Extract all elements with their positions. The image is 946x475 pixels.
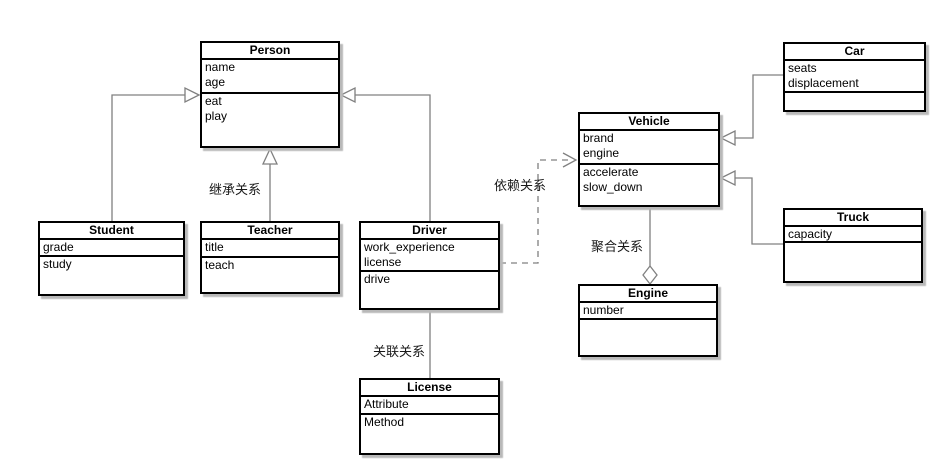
dependency-arrowhead-icon	[562, 152, 578, 168]
class-title: Driver	[361, 223, 498, 240]
class-attributes: grade	[40, 240, 183, 257]
class-methods: accelerate slow_down	[580, 165, 718, 205]
class-title: Person	[202, 43, 338, 60]
class-methods: teach	[202, 258, 338, 292]
label-aggregation: 聚合关系	[591, 239, 644, 254]
class-engine[interactable]: Engine number	[578, 284, 718, 357]
label-inheritance: 继承关系	[209, 182, 262, 197]
class-attributes: title	[202, 240, 338, 258]
class-truck[interactable]: Truck capacity	[783, 208, 923, 283]
attribute: name	[205, 60, 236, 74]
class-attributes: work_experience license	[361, 240, 498, 272]
class-methods: Method	[361, 415, 498, 453]
class-title: Car	[785, 44, 924, 61]
attribute: grade	[43, 240, 74, 254]
attribute: work_experience	[364, 240, 455, 254]
edge-driver-person-inheritance	[339, 86, 431, 221]
inheritance-arrowhead-icon	[184, 86, 201, 104]
class-title: Teacher	[202, 223, 338, 240]
class-methods	[785, 93, 924, 110]
edge-vehicle-engine-aggregation	[642, 207, 658, 286]
attribute: capacity	[788, 227, 833, 241]
class-attributes: capacity	[785, 227, 921, 243]
class-attributes: name age	[202, 60, 338, 94]
class-driver[interactable]: Driver work_experience license drive	[359, 221, 500, 310]
inheritance-arrowhead-icon	[719, 129, 736, 147]
class-vehicle[interactable]: Vehicle brand engine accelerate slow_dow…	[578, 112, 720, 207]
class-title: Vehicle	[580, 114, 718, 131]
class-car[interactable]: Car seats displacement	[783, 42, 926, 112]
class-title: Truck	[785, 210, 921, 227]
edge-truck-vehicle-inheritance	[719, 169, 783, 245]
class-person[interactable]: Person name age eat play	[200, 41, 340, 148]
inheritance-arrowhead-icon	[261, 147, 279, 165]
label-dependency: 依赖关系	[494, 178, 547, 193]
class-methods	[580, 320, 716, 355]
class-attributes: number	[580, 303, 716, 320]
attribute: title	[205, 240, 224, 254]
label-association: 关联关系	[373, 344, 426, 359]
class-teacher[interactable]: Teacher title teach	[200, 221, 340, 294]
edge-driver-vehicle-dependency	[500, 152, 578, 264]
aggregation-diamond-icon	[642, 264, 658, 286]
class-title: Student	[40, 223, 183, 240]
attribute: engine	[583, 146, 620, 160]
attribute: age	[205, 75, 226, 89]
class-attributes: Attribute	[361, 397, 498, 415]
attribute: displacement	[788, 76, 859, 90]
attribute: Attribute	[364, 397, 409, 411]
class-methods	[785, 243, 921, 281]
class-student[interactable]: Student grade study	[38, 221, 185, 296]
method: play	[205, 109, 228, 123]
method: Method	[364, 415, 405, 429]
attribute: number	[583, 303, 624, 317]
method: study	[43, 257, 72, 271]
class-license[interactable]: License Attribute Method	[359, 378, 500, 455]
edge-teacher-person-inheritance	[261, 147, 279, 221]
method: slow_down	[583, 180, 643, 194]
class-methods: study	[40, 257, 183, 294]
method: drive	[364, 272, 391, 286]
class-attributes: brand engine	[580, 131, 718, 165]
inheritance-arrowhead-icon	[719, 169, 736, 187]
method: accelerate	[583, 165, 639, 179]
class-attributes: seats displacement	[785, 61, 924, 93]
attribute: seats	[788, 61, 817, 75]
class-title: License	[361, 380, 498, 397]
edge-car-vehicle-inheritance	[719, 74, 783, 147]
method: teach	[205, 258, 235, 272]
class-methods: drive	[361, 272, 498, 308]
class-methods: eat play	[202, 94, 338, 146]
edge-student-person-inheritance	[111, 86, 201, 221]
attribute: license	[364, 255, 402, 269]
attribute: brand	[583, 131, 614, 145]
class-title: Engine	[580, 286, 716, 303]
method: eat	[205, 94, 222, 108]
inheritance-arrowhead-icon	[339, 86, 356, 104]
